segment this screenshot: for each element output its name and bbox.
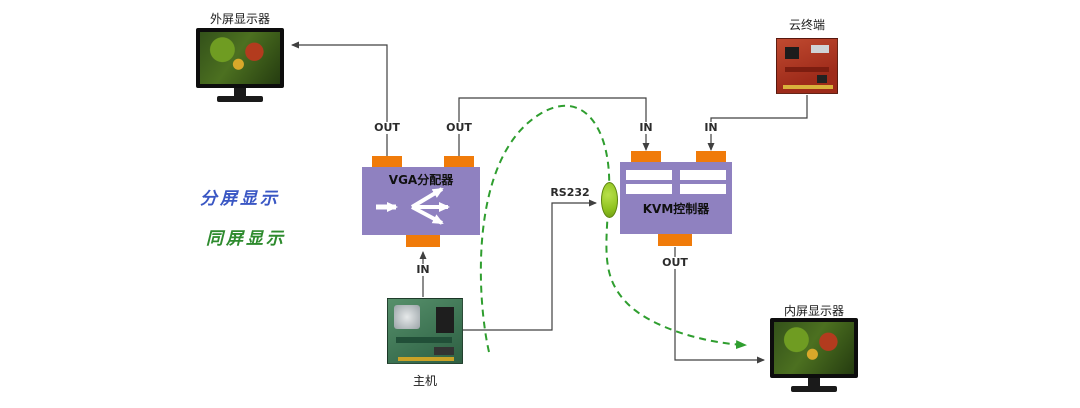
host-board [387,298,463,364]
vga-out1-label: OUT [372,120,402,135]
board-chip [785,47,799,59]
vga-out2-label: OUT [444,120,474,135]
monitor-neck [808,378,820,386]
internal-monitor-label: 内屏显示器 [783,304,845,318]
wire-cloud-terminal-to-kvm-in2 [707,95,808,151]
board-slot [785,67,829,72]
board-pins [783,85,833,89]
external-monitor-screen [196,28,284,88]
kvm-slot [626,170,672,180]
kvm-controller-title: KVM控制器 [642,202,710,216]
board-connector [811,45,829,53]
rs232-connector [601,182,618,218]
monitor-base [791,386,837,392]
board-chip [817,75,827,83]
vga-out1-port [372,156,402,167]
same-screen-dashed-path [479,104,747,353]
external-monitor-label: 外屏显示器 [209,12,271,26]
rs232-label: RS232 [548,185,592,200]
board-pins [398,357,454,361]
kvm-slot [626,184,672,194]
kvm-controller-box: KVM控制器 [620,162,732,234]
vga-in-label: IN [414,262,432,277]
legend-same-display: 同屏显示 [206,229,286,249]
board-ports [434,347,454,355]
kvm-slot [680,184,726,194]
kvm-in1-port [631,151,661,162]
vga-splitter-box: VGA分配器 [362,167,480,235]
external-monitor [196,28,284,102]
kvm-in2-port [696,151,726,162]
internal-monitor [770,318,858,392]
board-chip [436,307,454,333]
kvm-slot [680,170,726,180]
kvm-out-port [658,234,692,246]
monitor-neck [234,88,246,96]
wire-host-rs232-to-kvm [463,199,597,331]
wire-vga-out2-to-kvm-in1 [458,97,650,157]
legend-split-display: 分屏显示 [200,189,280,209]
host-label: 主机 [412,374,438,388]
kvm-in2-label: IN [702,120,720,135]
cloud-terminal-label: 云终端 [788,18,826,32]
splitter-fanout-icon [376,187,450,225]
kvm-in1-label: IN [637,120,655,135]
kvm-out-label: OUT [660,255,690,270]
vga-out2-port [444,156,474,167]
wire-kvm-out-to-internal-monitor [674,247,765,364]
board-heatsink [394,305,420,329]
board-slot [396,337,452,343]
internal-monitor-screen [770,318,858,378]
vga-in-port [406,235,440,247]
monitor-base [217,96,263,102]
wire-vga-out1-to-external-monitor [291,41,388,157]
vga-splitter-title: VGA分配器 [388,173,454,187]
cloud-terminal-board [776,38,838,94]
